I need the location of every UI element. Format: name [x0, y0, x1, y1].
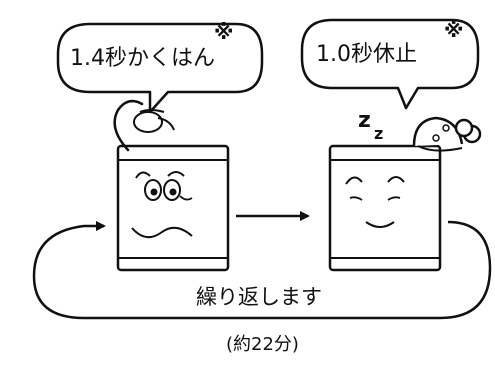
right-machine-resting	[328, 116, 482, 272]
right-bubble-mark: ※	[444, 18, 464, 42]
repeat-label: 繰り返します	[196, 285, 322, 309]
left-speech-bubble	[56, 22, 264, 114]
sleep-z-small: z	[374, 124, 384, 143]
left-machine-active	[113, 99, 230, 272]
left-bubble-mark: ※	[214, 20, 234, 44]
sleep-z-large: z	[358, 108, 371, 133]
repeat-loop-arrow	[32, 220, 492, 320]
right-bubble-text: 1.0秒休止	[316, 42, 417, 67]
duration-label: (約22分)	[226, 334, 299, 355]
right-speech-bubble	[300, 18, 480, 110]
left-bubble-text: 1.4秒かくはん	[70, 46, 215, 71]
